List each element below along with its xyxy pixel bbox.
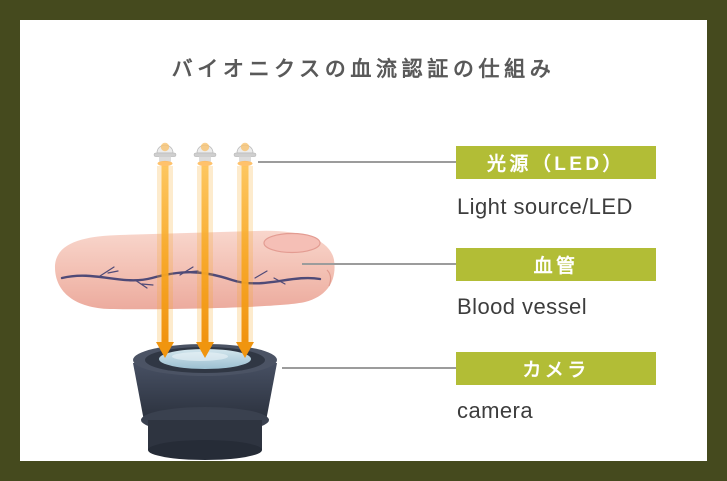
label-badge-camera: カメラ: [456, 352, 656, 385]
camera-lens-icon: [133, 344, 277, 460]
led-bulb-icon: [153, 142, 257, 167]
label-badge-blood-vessel: 血管: [456, 248, 656, 281]
label-en-blood-vessel: Blood vessel: [457, 294, 588, 319]
light-beam-icon: [156, 166, 254, 358]
page-title: バイオニクスの血流認証の仕組み: [171, 58, 556, 81]
finger-icon: [54, 230, 335, 310]
connector-line-vessel: [302, 263, 456, 265]
label-en-light-source: Light source/LED: [457, 194, 633, 219]
connector-line-camera: [282, 367, 456, 369]
label-badge-blood-vessel-text: 血管: [533, 256, 579, 277]
label-badge-light-source-text: 光源（LED）: [487, 154, 625, 175]
label-badge-light-source: 光源（LED）: [456, 146, 656, 179]
label-badge-camera-text: カメラ: [522, 360, 590, 381]
label-en-camera: camera: [457, 398, 533, 423]
connector-line-led: [258, 161, 456, 163]
blood-vessel-icon: [60, 266, 322, 289]
diagram-card: バイオニクスの血流認証の仕組み: [20, 20, 707, 461]
blood-flow-illustration: [54, 142, 335, 460]
